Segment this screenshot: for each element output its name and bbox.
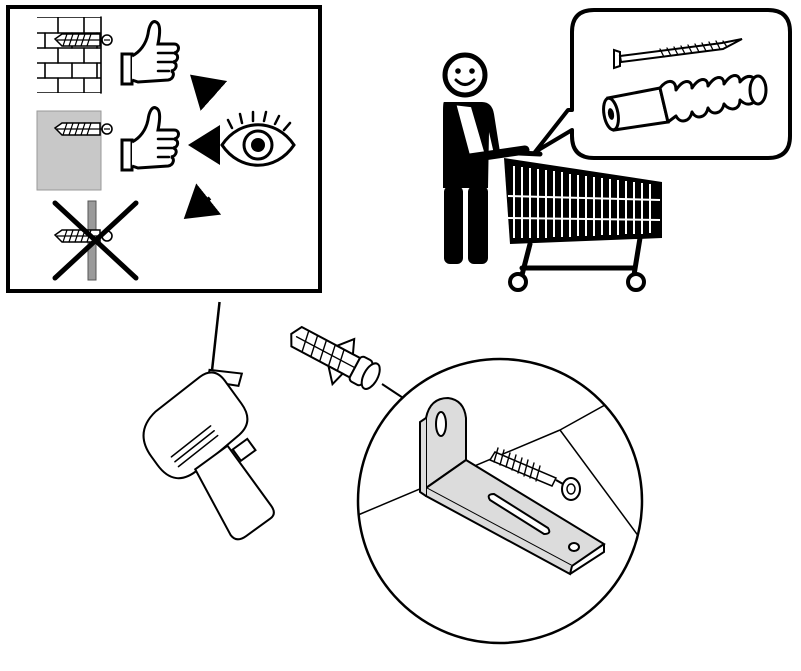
magnifier-circle: [356, 357, 644, 645]
angle-bracket-icon: [419, 396, 606, 576]
thumbs-up-icon: [120, 106, 180, 172]
screw-icon: [613, 38, 743, 70]
direction-arrows: [183, 74, 228, 219]
screw-icon: [488, 447, 581, 501]
wall-suitability-panel: [6, 5, 322, 293]
wall-plug-icon: [290, 325, 381, 390]
speech-bubble: [533, 8, 792, 160]
installation-panel: [142, 301, 644, 645]
eye-icon: [220, 110, 296, 167]
wall-plug-icon: [53, 33, 113, 47]
shopping-panel: [442, 8, 792, 292]
brick-wall-icon: [37, 16, 102, 94]
shopping-cart-icon: [495, 149, 662, 292]
drill-icon: [142, 301, 275, 541]
thumbs-up-icon: [120, 20, 180, 86]
cross-out-icon: [52, 200, 139, 281]
wall-plug-icon: [602, 74, 768, 132]
wall-plug-icon: [53, 122, 113, 136]
